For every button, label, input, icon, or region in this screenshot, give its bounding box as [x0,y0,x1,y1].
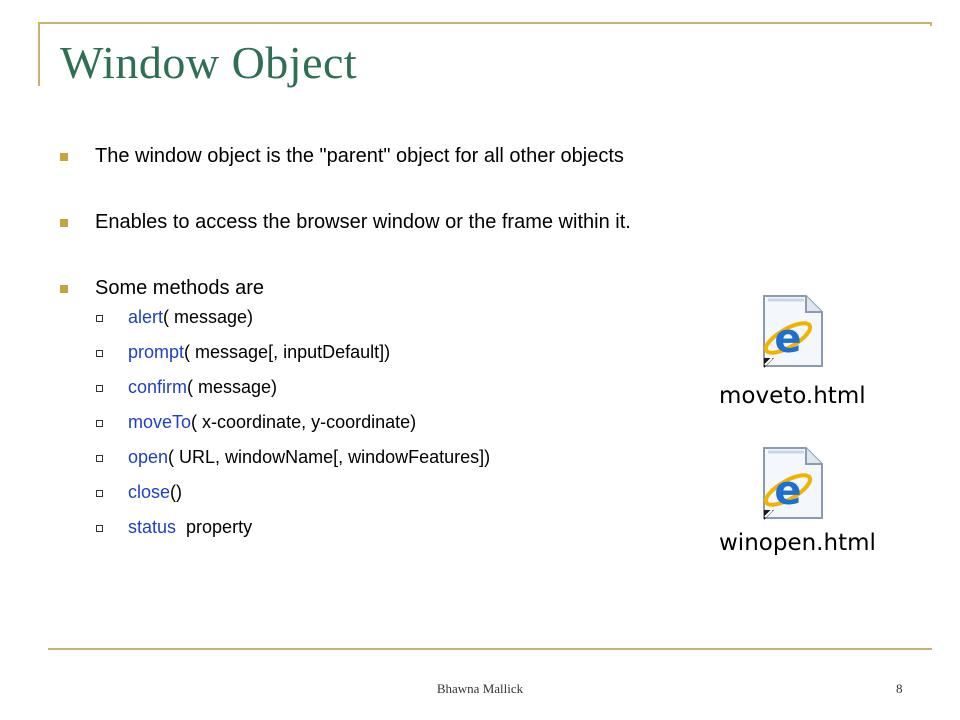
hollow-square-bullet-icon [96,420,103,427]
bullet-list: The window object is the "parent" object… [60,143,631,550]
file-label[interactable]: winopen.html [719,530,876,556]
method-name: confirm [128,377,188,397]
ie-document-icon: e [763,447,823,520]
hollow-square-bullet-icon [96,490,103,497]
method-args: ( x-coordinate, y-coordinate) [191,412,417,432]
method-item: prompt( message[, inputDefault]) [60,340,631,364]
method-args: ( URL, windowName[, windowFeatures]) [168,447,491,467]
internet-explorer-file-icon[interactable]: e [752,292,830,375]
method-args: ( message[, inputDefault]) [184,342,391,362]
method-item: open( URL, windowName[, windowFeatures]) [60,445,631,469]
method-name: moveTo [128,412,192,432]
method-item: status property [60,515,631,539]
top-border [38,22,932,24]
hollow-square-bullet-icon [96,315,103,322]
method-args: ( message) [187,377,278,397]
square-bullet-icon [60,285,68,293]
hollow-square-bullet-icon [96,525,103,532]
method-item: moveTo( x-coordinate, y-coordinate) [60,410,631,434]
method-list: alert( message) prompt( message[, inputD… [60,305,631,539]
bullet-text: Some methods are [95,277,264,299]
hollow-square-bullet-icon [96,455,103,462]
method-args: property [176,517,253,537]
hollow-square-bullet-icon [96,350,103,357]
method-item: confirm( message) [60,375,631,399]
slide-title: Window Object [60,37,358,88]
method-name: status [128,517,177,537]
method-name: prompt [128,342,185,362]
svg-text:e: e [774,468,801,514]
left-border [38,22,40,86]
method-item: close() [60,480,631,504]
ie-document-icon: e [763,295,823,368]
footer-divider [48,648,932,650]
bullet-text: The window object is the "parent" object… [95,145,624,167]
method-list-container: alert( message) prompt( message[, inputD… [60,305,631,539]
bullet-item: The window object is the "parent" object… [60,143,631,169]
internet-explorer-file-icon[interactable]: e [752,444,830,527]
method-name: alert [128,307,164,327]
hollow-square-bullet-icon [96,385,103,392]
square-bullet-icon [60,153,68,161]
method-name: open [128,447,169,467]
svg-text:e: e [774,316,801,362]
bullet-item: Some methods are [60,275,631,301]
method-args: ( message) [163,307,254,327]
right-border-tick [930,22,932,26]
footer-author: Bhawna Mallick [436,681,524,696]
method-item: alert( message) [60,305,631,329]
bullet-text: Enables to access the browser window or … [95,211,631,233]
bullet-item: Enables to access the browser window or … [60,209,631,235]
method-name: close [128,482,171,502]
file-label[interactable]: moveto.html [719,383,866,409]
page-number: 8 [896,681,903,696]
method-args: () [170,482,183,502]
square-bullet-icon [60,219,68,227]
